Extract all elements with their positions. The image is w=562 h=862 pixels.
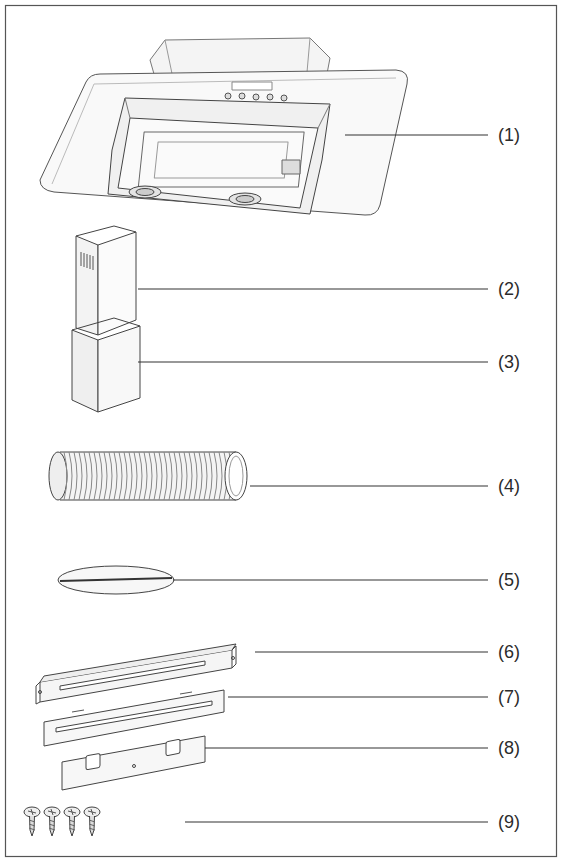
cooker-hood: [40, 38, 408, 215]
callout-number: (5): [498, 569, 520, 591]
callout-number: (4): [498, 475, 520, 497]
callout-number: (8): [498, 737, 520, 759]
hanging-plate: [62, 736, 205, 790]
callout-number: (2): [498, 278, 520, 300]
upper-chimney: [76, 226, 136, 335]
callout-number: (9): [498, 811, 520, 833]
callout-number: (1): [498, 124, 520, 146]
lower-chimney: [72, 318, 140, 412]
non-return-flap: [58, 566, 174, 594]
callout-number: (7): [498, 686, 520, 708]
screws: [24, 807, 100, 836]
flexible-duct: [49, 452, 247, 500]
frame: [6, 6, 557, 857]
leader-lines: [138, 135, 488, 822]
callout-number: (6): [498, 641, 520, 663]
callout-number: (3): [498, 351, 520, 373]
